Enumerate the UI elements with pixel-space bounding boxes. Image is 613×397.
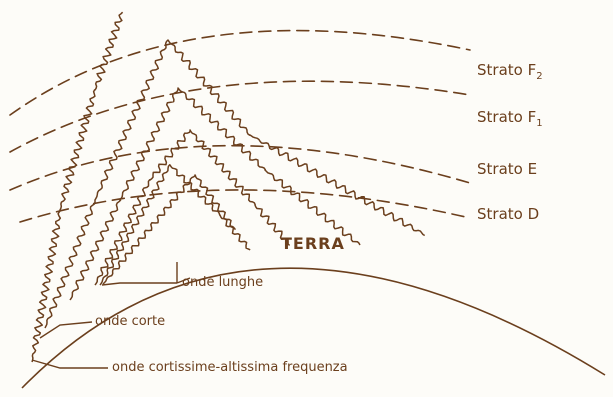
earth-label: TERRA — [281, 236, 345, 252]
layer-f2-arc — [10, 31, 470, 115]
wave-paths — [32, 12, 425, 362]
layer-e-label: Strato E — [477, 162, 537, 177]
vhf-wave-label: onde cortissime-altissima frequenza — [112, 361, 348, 374]
layer-f1-label: Strato F1 — [477, 110, 543, 129]
layer-d-label: Strato D — [477, 207, 539, 222]
long-wave-label: onde lunghe — [182, 276, 263, 289]
vhf-wave-path — [32, 12, 123, 362]
layer-f2-label: Strato F2 — [477, 63, 543, 82]
short-wave-leader — [40, 322, 92, 338]
short-wave-path-2 — [70, 88, 360, 300]
long-wave-leader — [102, 262, 190, 285]
long-wave-path-1 — [100, 165, 250, 285]
layer-e-arc — [10, 146, 470, 190]
short-wave-label: onde corte — [95, 315, 165, 328]
